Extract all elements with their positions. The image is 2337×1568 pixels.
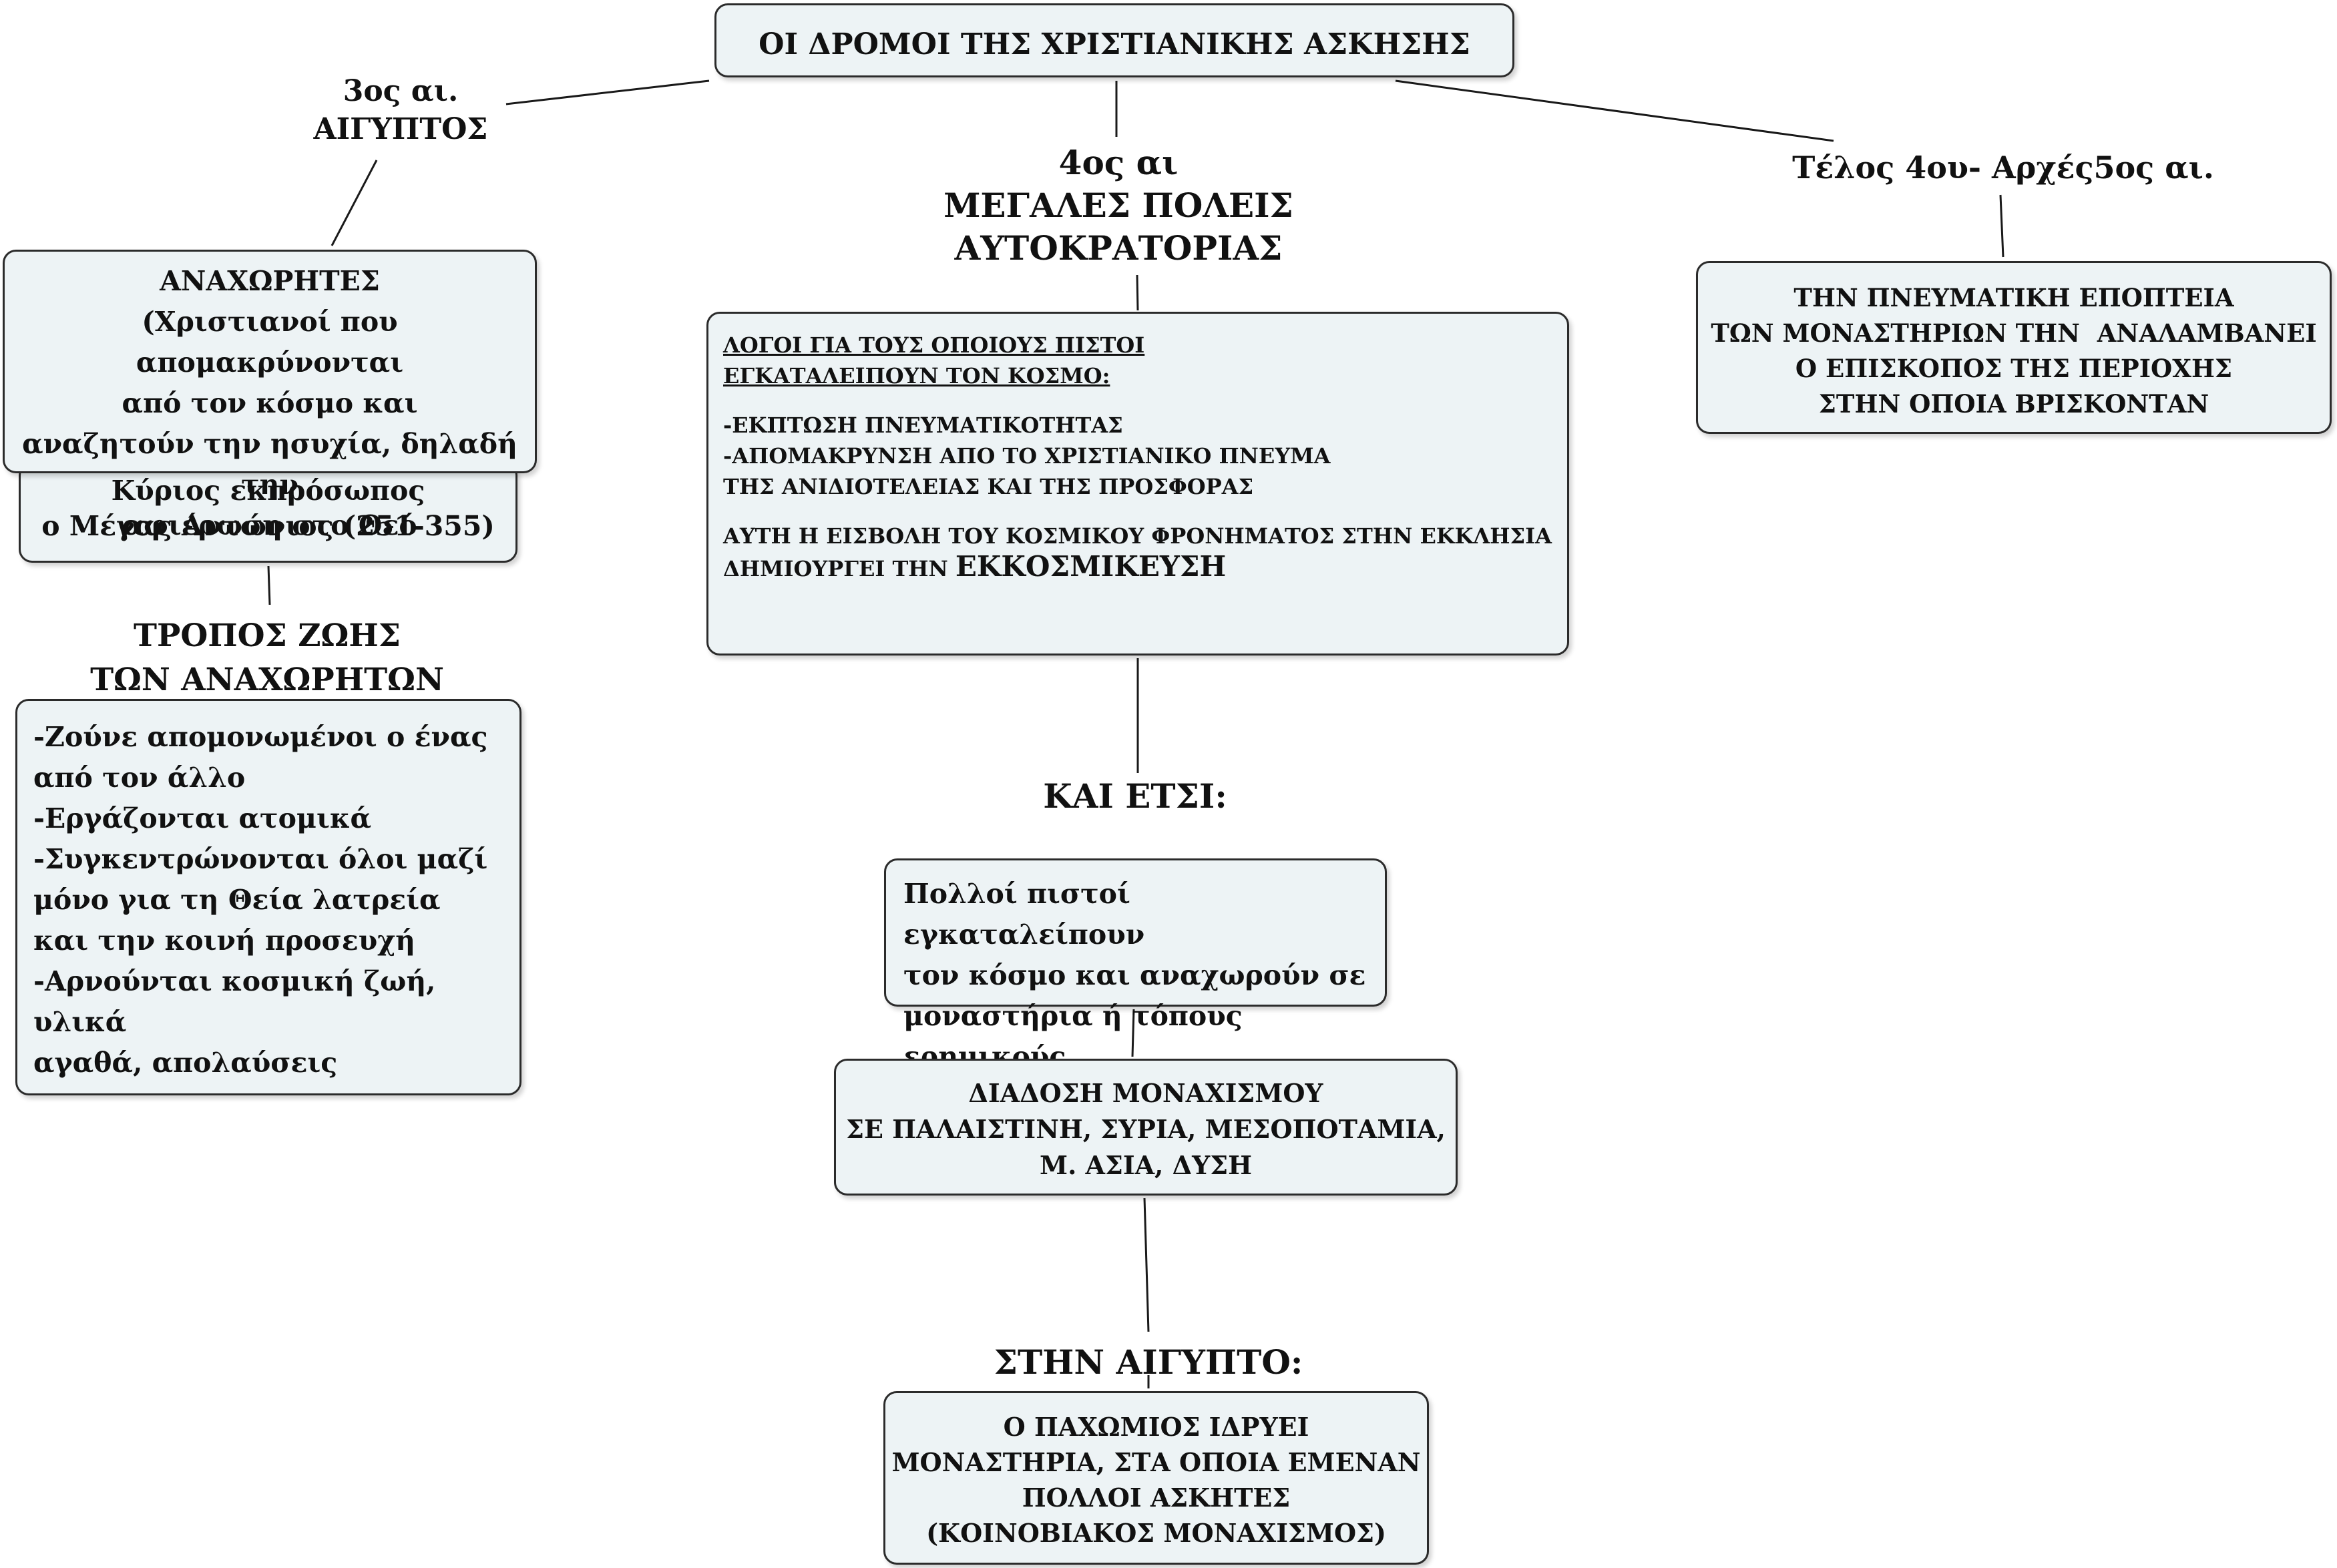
center-heading-line-2: ΜΕΓΑΛΕΣ ΠΟΛΕΙΣ xyxy=(943,186,1293,225)
connector-left-heading-hermits xyxy=(331,160,378,246)
reason-line-1: -ΕΚΠΤΩΣΗ ΠΝΕΥΜΑΤΙΚΟΤΗΤΑΣ xyxy=(723,413,1123,438)
left-heading: 3ος αι. ΑΙΓΥΠΤΟΣ xyxy=(267,72,534,148)
representative-line-1: Κύριος εκπρόσωπος xyxy=(111,475,425,507)
secularization-term: ΕΚΚΟΣΜΙΚΕΥΣΗ xyxy=(955,550,1227,583)
bishop-line-1: ΤΗΝ ΠΝΕΥΜΑΤΙΚΗ ΕΠΟΠΤΕΙΑ xyxy=(1793,283,2234,312)
left-heading-place: ΑΙΓΥΠΤΟΣ xyxy=(313,112,488,147)
faithful-box: Πολλοί πιστοί εγκαταλείπουν τον κόσμο κα… xyxy=(884,858,1387,1073)
title-box: ΟΙ ΔΡΟΜΟΙ ΤΗΣ ΧΡΙΣΤΙΑΝΙΚΗΣ ΑΣΚΗΣΗΣ xyxy=(714,3,1514,77)
hermits-box: ΑΝΑΧΩΡΗΤΕΣ (Χριστιανοί που απομακρύνοντα… xyxy=(3,250,537,541)
conclusion-line-2: ΔΗΜΙΟΥΡΓΕΙ ΤΗΝ ΕΚΚΟΣΜΙΚΕΥΣΗ xyxy=(723,551,1559,584)
spread-line-3: Μ. ΑΣΙΑ, ΔΥΣΗ xyxy=(1040,1150,1252,1180)
connector-spread-egypt xyxy=(1143,1198,1150,1332)
pachomius-line-2: ΜΟΝΑΣΤΗΡΙΑ, ΣΤΑ ΟΠΟΙΑ ΕΜΕΝΑΝ xyxy=(891,1447,1421,1477)
spread-line-2: ΣΕ ΠΑΛΑΙΣΤΙΝΗ, ΣΥΡΙΑ, ΜΕΣΟΠΟΤΑΜΙΑ, xyxy=(846,1114,1446,1144)
hermits-line-1: ΑΝΑΧΩΡΗΤΕΣ xyxy=(160,265,380,297)
diagram-title: ΟΙ ΔΡΟΜΟΙ ΤΗΣ ΧΡΙΣΤΙΑΝΙΚΗΣ ΑΣΚΗΣΗΣ xyxy=(759,27,1470,61)
left-heading-century: 3ος αι. xyxy=(343,74,459,108)
reasons-heading-line-2: ΕΓΚΑΤΑΛΕΙΠΟΥΝ ΤΟΝ ΚΟΣΜΟ: xyxy=(723,363,1110,388)
spread-box: ΔΙΑΔΟΣΗ ΜΟΝΑΧΙΣΜΟΥ ΣΕ ΠΑΛΑΙΣΤΙΝΗ, ΣΥΡΙΑ,… xyxy=(834,1059,1458,1196)
reasons-box: ΛΟΓΟΙ ΓΙΑ ΤΟΥΣ ΟΠΟΙΟΥΣ ΠΙΣΤΟΙ ΕΓΚΑΤΑΛΕΙΠ… xyxy=(706,312,1569,656)
connector-faithful-spread xyxy=(1131,1009,1135,1057)
faithful-line-2: τον κόσμο και αναχωρούν σε xyxy=(903,959,1366,991)
lifestyle-line-7: -Αρνούνται κοσμική ζωή, υλικά xyxy=(33,965,436,1038)
reasons-heading-line-1: ΛΟΓΟΙ ΓΙΑ ΤΟΥΣ ΟΠΟΙΟΥΣ ΠΙΣΤΟΙ xyxy=(723,332,1145,358)
pachomius-line-1: Ο ΠΑΧΩΜΙΟΣ ΙΔΡΥΕΙ xyxy=(1003,1412,1309,1442)
lifestyle-line-5: μόνο για τη Θεία λατρεία xyxy=(33,884,441,916)
egypt-label: ΣΤΗΝ ΑΙΓΥΠΤΟ: xyxy=(994,1342,1303,1382)
pachomius-line-4: (ΚΟΙΝΟΒΙΑΚΟΣ ΜΟΝΑΧΙΣΜΟΣ) xyxy=(926,1518,1386,1548)
lifestyle-line-4: -Συγκεντρώνονται όλοι μαζί xyxy=(33,843,488,875)
lifestyle-heading-line-2: ΤΩΝ ΑΝΑΧΩΡΗΤΩΝ xyxy=(90,662,444,698)
bishop-line-2: ΤΩΝ ΜΟΝΑΣΤΗΡΙΩΝ ΤΗΝ ΑΝΑΛΑΜΒΑΝΕΙ xyxy=(1711,318,2317,348)
connector-representative-lifestyle xyxy=(267,565,271,605)
reason-line-2: -ΑΠΟΜΑΚΡΥΝΣΗ ΑΠΟ ΤΟ ΧΡΙΣΤΙΑΝΙΚΟ ΠΝΕΥΜΑ xyxy=(723,443,1331,469)
hermits-line-2: (Χριστιανοί που απομακρύνονται xyxy=(136,306,404,378)
reason-line-3: ΤΗΣ ΑΝΙΔΙΟΤΕΛΕΙΑΣ ΚΑΙ ΤΗΣ ΠΡΟΣΦΟΡΑΣ xyxy=(723,474,1254,499)
lifestyle-heading-line-1: ΤΡΟΠΟΣ ΖΩΗΣ xyxy=(134,617,401,654)
bishop-line-3: Ο ΕΠΙΣΚΟΠΟΣ ΤΗΣ ΠΕΡΙΟΧΗΣ xyxy=(1795,354,2233,383)
connector-center-heading-reasons xyxy=(1136,274,1139,311)
pachomius-line-3: ΠΟΛΛΟΙ ΑΣΚΗΤΕΣ xyxy=(1022,1483,1291,1513)
and-so-label: ΚΑΙ ΕΤΣΙ: xyxy=(1043,776,1227,816)
right-heading: Τέλος 4ου- Αρχές5ος αι. xyxy=(1792,150,2214,186)
conclusion-prefix: ΔΗΜΙΟΥΡΓΕΙ ΤΗΝ xyxy=(723,556,948,581)
lifestyle-line-6: και την κοινή προσευχή xyxy=(33,925,415,957)
lifestyle-line-3: -Εργάζονται ατομικά xyxy=(33,802,372,834)
bishop-line-4: ΣΤΗΝ ΟΠΟΙΑ ΒΡΙΣΚΟΝΤΑΝ xyxy=(1818,389,2209,419)
center-heading-line-3: ΑΥΤΟΚΡΑΤΟΡΙΑΣ xyxy=(954,228,1283,268)
bishop-box: ΤΗΝ ΠΝΕΥΜΑΤΙΚΗ ΕΠΟΠΤΕΙΑ ΤΩΝ ΜΟΝΑΣΤΗΡΙΩΝ … xyxy=(1696,261,2332,434)
connector-title-right xyxy=(1395,79,1834,142)
lifestyle-heading: ΤΡΟΠΟΣ ΖΩΗΣ ΤΩΝ ΑΝΑΧΩΡΗΤΩΝ xyxy=(40,614,494,702)
faithful-line-1: Πολλοί πιστοί εγκαταλείπουν xyxy=(903,878,1145,951)
representative-line-2: ο Μέγας Αντώνιος (251-355) xyxy=(41,510,495,543)
center-heading-century: 4ος αι xyxy=(1058,143,1179,182)
hermits-line-4: αναζητούν την ησυχία, δηλαδή την xyxy=(22,428,517,501)
hermits-line-3: από τον κόσμο και xyxy=(122,387,418,419)
lifestyle-line-2: από τον άλλο xyxy=(33,762,246,794)
lifestyle-box: -Ζούνε απομονωμένοι ο ένας από τον άλλο … xyxy=(15,699,521,1095)
lifestyle-line-1: -Ζούνε απομονωμένοι ο ένας xyxy=(33,721,488,753)
representative-box: Κύριος εκπρόσωπος ο Μέγας Αντώνιος (251-… xyxy=(19,462,517,563)
lifestyle-line-8: αγαθά, απολαύσεις xyxy=(33,1047,338,1079)
connector-title-left xyxy=(505,79,710,105)
spread-line-1: ΔΙΑΔΟΣΗ ΜΟΝΑΧΙΣΜΟΥ xyxy=(968,1078,1323,1108)
conclusion-line-1: ΑΥΤΗ Η ΕΙΣΒΟΛΗ ΤΟΥ ΚΟΣΜΙΚΟΥ ΦΡΟΝΗΜΑΤΟΣ Σ… xyxy=(723,523,1552,549)
pachomius-box: Ο ΠΑΧΩΜΙΟΣ ΙΔΡΥΕΙ ΜΟΝΑΣΤΗΡΙΑ, ΣΤΑ ΟΠΟΙΑ … xyxy=(883,1391,1429,1565)
connector-right-heading-bishop xyxy=(1999,194,2004,258)
center-heading: 4ος αι ΜΕΓΑΛΕΣ ΠΟΛΕΙΣ ΑΥΤΟΚΡΑΤΟΡΙΑΣ xyxy=(868,142,1369,270)
hermits-line-5: αφιέρωση στο Θεό xyxy=(122,509,417,541)
